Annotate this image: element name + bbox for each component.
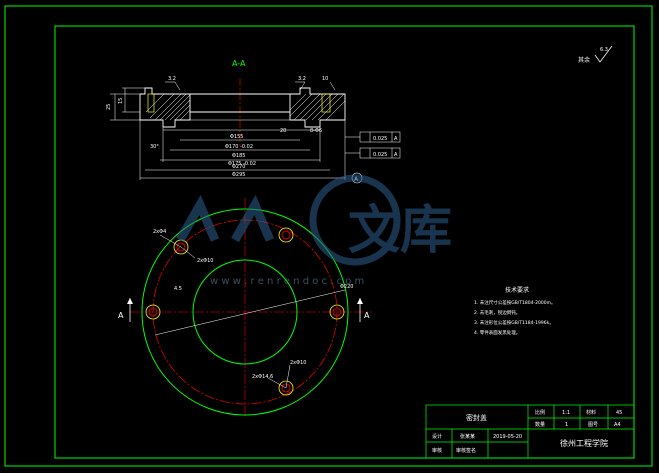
- svg-text:1: 1: [565, 422, 568, 428]
- svg-text:45: 45: [616, 410, 622, 416]
- svg-text:0.025: 0.025: [373, 136, 387, 142]
- plan-view: Φ220 2xΦ4 2xΦ10 4.5 2xΦ14.6 2xΦ10 A A: [118, 198, 372, 418]
- plan-label-e: 2xΦ10: [290, 360, 306, 366]
- svg-text:3. 未注形位公差按GB/T1184-1996k。: 3. 未注形位公差按GB/T1184-1996k。: [474, 319, 554, 326]
- outer-border: [4, 5, 653, 467]
- svg-text:数量: 数量: [535, 421, 545, 428]
- svg-text:图号: 图号: [588, 422, 598, 428]
- dim-inner-a: Φ155: [230, 134, 243, 140]
- note-right-a: 10: [322, 76, 328, 82]
- svg-text:4. 零件表面发黑处理。: 4. 零件表面发黑处理。: [474, 329, 520, 336]
- plan-label-a: 2xΦ4: [153, 229, 166, 235]
- watermark-logo: 文库: [348, 201, 452, 261]
- svg-text:2. 去毛刺，锐边倒钝。: 2. 去毛刺，锐边倒钝。: [474, 309, 520, 316]
- title-block-text: 密封盖 比例 1:1 材料 45 数量 1 图号 A4 设计 张某某 2019-…: [432, 409, 622, 454]
- angle-label: 30°: [150, 144, 159, 150]
- svg-text:技术要求: 技术要求: [505, 286, 529, 294]
- section-arrow-left: A: [118, 311, 124, 320]
- dim-mid-a: Φ185: [232, 153, 245, 159]
- roughness-note: 其余: [578, 56, 590, 64]
- plan-label-c: 4.5: [174, 286, 182, 292]
- tolerance-frame-a: 0.025 A: [345, 131, 401, 143]
- svg-text:A: A: [394, 152, 398, 158]
- tolerance-frame-b: 0.025 A: [345, 147, 401, 159]
- svg-text:1:1: 1:1: [562, 410, 570, 416]
- svg-text:2019-05-20: 2019-05-20: [493, 434, 522, 440]
- dim-outer-a: Φ270: [232, 164, 245, 170]
- svg-text:6.3: 6.3: [600, 47, 608, 53]
- svg-text:设计: 设计: [432, 433, 442, 440]
- plan-label-d: 2xΦ14.6: [252, 374, 273, 380]
- svg-text:比例: 比例: [535, 409, 545, 416]
- dim-height-b: 15: [118, 98, 124, 104]
- watermark-url: w w w . r e n r e n d o c . c o m: [210, 276, 364, 287]
- tech-requirements: 技术要求 1. 未注尺寸公差按GB/T1804-2000m。 2. 去毛刺，锐边…: [474, 286, 555, 336]
- svg-text:1. 未注尺寸公差按GB/T1804-2000m。: 1. 未注尺寸公差按GB/T1804-2000m。: [474, 299, 555, 306]
- part-name: 密封盖: [466, 413, 487, 422]
- roughness-symbol: 6.3: [594, 45, 613, 63]
- bolt-holes: [145, 227, 345, 396]
- inner-border: [54, 25, 635, 459]
- chamfer-left: 3.2: [168, 76, 176, 82]
- svg-text:A4: A4: [614, 422, 621, 428]
- dim-mid-b: Φ175 -0.02: [228, 161, 256, 167]
- plan-label-b: 2xΦ10: [197, 258, 213, 264]
- dim-outer-b: Φ295: [232, 172, 245, 178]
- svg-text:张某某: 张某某: [460, 433, 475, 440]
- svg-text:A: A: [394, 136, 398, 142]
- title-block: [425, 404, 635, 459]
- plan-circle-dia: Φ220: [340, 284, 353, 290]
- svg-text:0.025: 0.025: [373, 152, 387, 158]
- bore-label: 8-Φ6: [310, 128, 322, 134]
- svg-text:审核签名: 审核签名: [456, 447, 476, 454]
- dim-inner-b: Φ170 -0.02: [225, 144, 253, 150]
- note-right-b: 20: [280, 128, 286, 134]
- dim-height-a: 25: [106, 104, 112, 110]
- chamfer-right: 3.2: [298, 76, 306, 82]
- section-arrow-right: A: [364, 311, 370, 320]
- svg-text:材料: 材料: [586, 409, 596, 416]
- section-title: A-A: [232, 59, 246, 68]
- watermark: 文库 w w w . r e n r e n d o c . c o m: [176, 174, 452, 287]
- school-name: 徐州工程学院: [560, 438, 608, 448]
- svg-text:审核: 审核: [432, 447, 442, 454]
- section-view: Φ155 Φ170 -0.02 Φ185 Φ175 -0.02 Φ270 Φ29…: [106, 76, 401, 184]
